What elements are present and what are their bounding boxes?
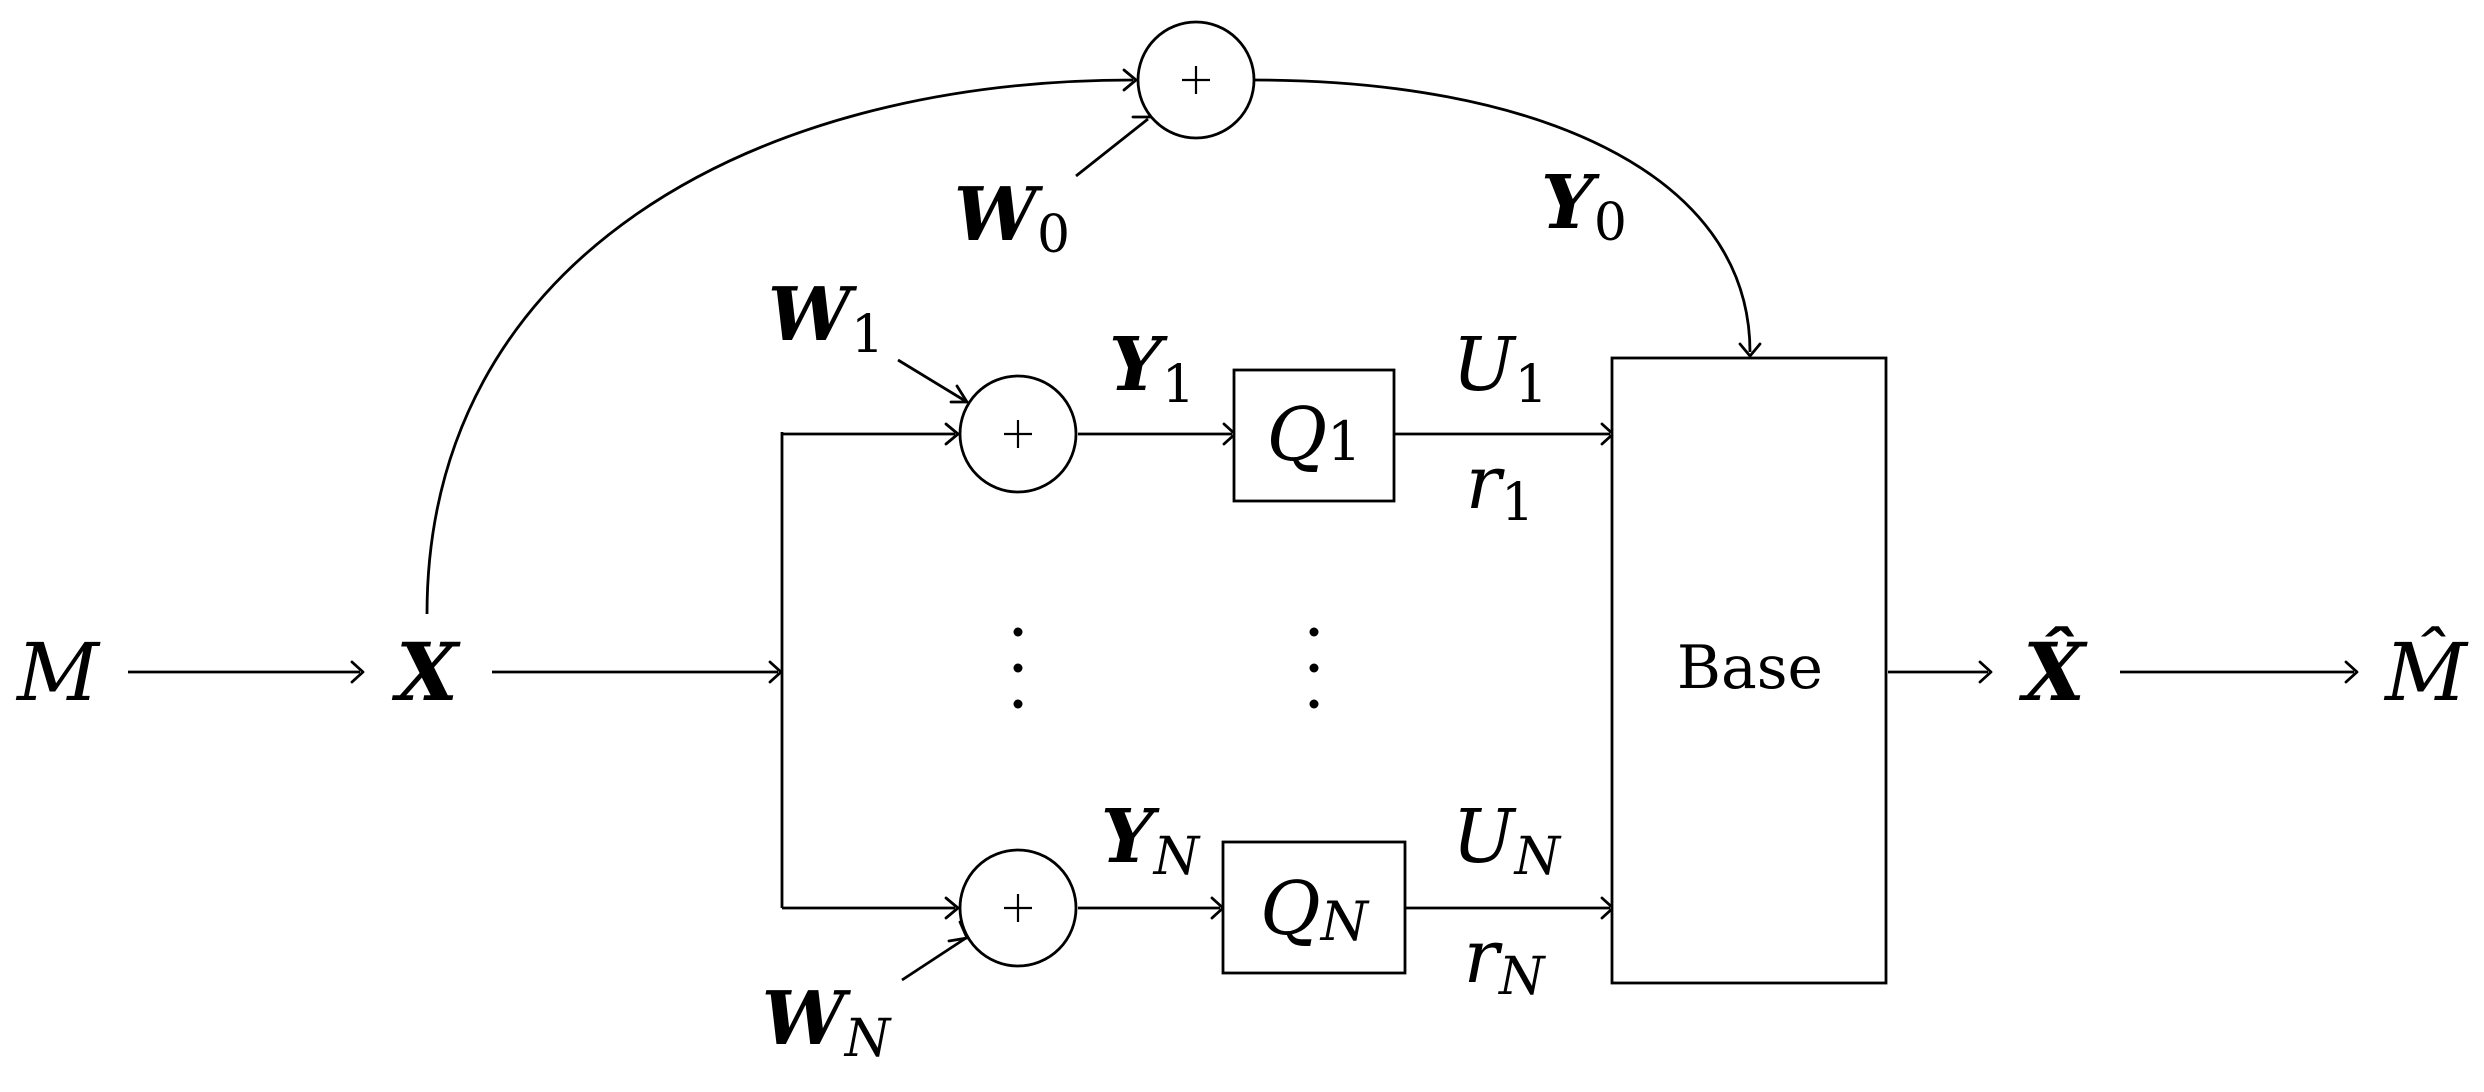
adder-0 [1136,20,1256,140]
arrowhead-split [768,660,783,684]
edge-w1-to-adder-1 [897,358,968,404]
ellipsis-dot [1309,699,1319,709]
base-label: Base [1677,633,1823,703]
label-wn: WN [762,976,892,1069]
label-y0: Y0 [1541,160,1627,253]
ellipsis-dot [1309,663,1319,673]
arrowhead-adder-1 [944,422,960,446]
quantizer-n-label: QN [1260,866,1370,953]
ellipsis-dot [1013,699,1023,709]
quantizer-box [1221,840,1407,975]
edge-y0-to-base [1253,78,1752,353]
quantizer-n: QN [1221,840,1407,975]
arrow-heads [350,68,2359,943]
ellipsis-quantizers [1309,627,1319,709]
label-un: UN [1452,794,1561,887]
adder-1 [958,374,1078,494]
label-x-hat: X̂ [2018,624,2088,719]
edge-wn-to-adder-n [901,936,967,982]
ellipsis-dot [1013,627,1023,637]
label-x: X [391,625,461,719]
arrowhead-x [350,660,365,684]
base-block: Base [1610,356,1888,985]
arrowhead-base-top [1738,342,1762,358]
label-m-hat: M̂ [2383,624,2469,719]
label-w0: W0 [954,172,1070,265]
base-box [1610,356,1888,985]
ellipsis-dot [1013,663,1023,673]
label-r1: r1 [1466,440,1534,533]
label-w1: W1 [768,272,884,365]
label-yn: YN [1101,794,1201,887]
arrowhead-adder-0 [1122,68,1138,92]
connections [128,78,2354,982]
adder-n [958,848,1078,968]
arrowhead-adder-1-w [949,384,969,404]
edge-x-to-adder-0 [425,78,1134,615]
label-u1: U1 [1452,322,1547,415]
arrowhead-adder-n [944,896,960,920]
label-m: M [15,626,101,719]
label-rn: rN [1464,914,1546,1007]
quantizer-1-label: Q1 [1266,392,1361,478]
quantizer-1: Q1 [1232,368,1396,503]
label-y1: Y1 [1109,322,1195,415]
arrowhead-mhat [2344,660,2359,684]
arrowhead-xhat [1978,660,1993,684]
edge-w0-to-adder-0 [1075,117,1149,178]
ellipsis-adders [1013,627,1023,709]
quantizer-box [1232,368,1396,503]
ellipsis-dot [1309,627,1319,637]
